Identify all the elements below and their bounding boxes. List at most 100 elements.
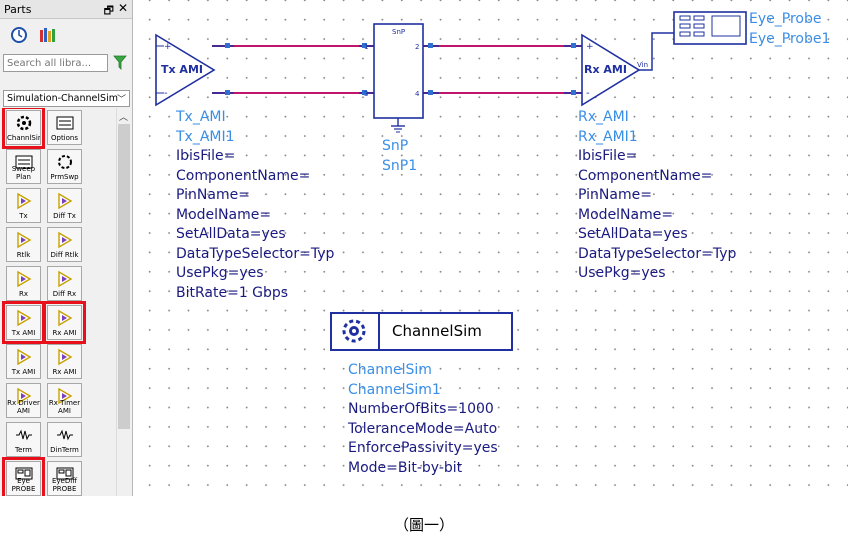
tx-ami-symbol: + - Tx AMI bbox=[155, 33, 216, 107]
options-icon bbox=[56, 116, 74, 130]
palette-button-3[interactable]: PrmSwp bbox=[47, 149, 82, 184]
term-icon bbox=[16, 429, 32, 441]
sweep-plan-icon bbox=[15, 155, 33, 169]
param-line: Tx_AMI1 bbox=[176, 128, 235, 145]
tx-pin-minus: - bbox=[164, 88, 168, 99]
palette-button-8[interactable]: Rx bbox=[6, 266, 41, 301]
figure-caption: （圖一） bbox=[393, 516, 454, 534]
panel-toolbar bbox=[0, 19, 133, 49]
schematic-drawing: + - Tx AMI SnP 1 2 3 4 + - Rx AMI Vin bbox=[155, 11, 747, 133]
gear-icon bbox=[342, 319, 366, 343]
palette-button-label: Tx bbox=[19, 212, 28, 220]
tx-symbol-label: Tx AMI bbox=[161, 63, 203, 76]
palette-button-13[interactable]: Rx AMI bbox=[47, 344, 82, 379]
palette-button-label: Term bbox=[15, 446, 32, 454]
snp-symbol: SnP 1 2 3 4 bbox=[364, 23, 424, 133]
xtlk-tx-ami-icon bbox=[17, 348, 32, 366]
schematic-canvas[interactable]: + - Tx AMI SnP 1 2 3 4 + - Rx AMI Vin bbox=[134, 0, 848, 496]
highlight-box bbox=[43, 301, 86, 344]
param-line: IbisFile= bbox=[176, 148, 236, 164]
rtlk-icon bbox=[17, 231, 32, 249]
palette-button-label: Rtlk bbox=[16, 251, 31, 259]
palette-button-1[interactable]: Options bbox=[47, 110, 82, 145]
palette-button-7[interactable]: Diff Rtlk bbox=[47, 227, 82, 262]
eye-probe-icon bbox=[15, 467, 33, 480]
param-line: Mode=Bit-by-bit bbox=[348, 459, 463, 476]
palette-button-label: ChannlSim bbox=[7, 134, 41, 142]
param-line: ChannelSim bbox=[348, 362, 432, 378]
param-line: Rx_AMI1 bbox=[578, 128, 638, 145]
param-line: PinName= bbox=[578, 187, 652, 203]
channelsim-label: ChannelSim bbox=[392, 322, 482, 340]
diff-rx-icon bbox=[58, 270, 73, 288]
palette-button-14[interactable]: Rx Driver AMI bbox=[6, 383, 41, 418]
palette-button-label: Diff Rtlk bbox=[50, 251, 79, 259]
search-input[interactable] bbox=[3, 54, 108, 72]
filter-icon[interactable] bbox=[113, 55, 127, 70]
rx-pin-plus: + bbox=[586, 42, 594, 52]
param-sweep-icon bbox=[58, 155, 72, 169]
palette-button-12[interactable]: Tx AMI bbox=[6, 344, 41, 379]
library-select[interactable]: Simulation-ChannelSim ﹀ bbox=[3, 90, 130, 107]
channelsim-controller[interactable]: ChannelSim bbox=[330, 312, 513, 351]
param-line: Rx_AMI bbox=[578, 109, 629, 125]
palette-button-10[interactable]: Tx AMI bbox=[6, 305, 41, 340]
palette-button-19[interactable]: EyeDiff PROBE bbox=[47, 461, 82, 496]
palette-button-5[interactable]: Diff Tx bbox=[47, 188, 82, 223]
close-icon[interactable]: ✕ bbox=[117, 1, 128, 15]
chevron-up-icon[interactable]: ︿ bbox=[119, 113, 129, 123]
param-line: SnP bbox=[382, 138, 409, 154]
param-line: BitRate=1 Gbps bbox=[176, 284, 289, 301]
palette-button-2[interactable]: Sweep Plan bbox=[6, 149, 41, 184]
param-line: ComponentName= bbox=[176, 167, 311, 184]
palette-button-label: Sweep Plan bbox=[11, 165, 36, 181]
palette-button-label: Rx Timer AMI bbox=[48, 399, 81, 415]
param-line: ModelName= bbox=[176, 206, 272, 223]
library-icon[interactable] bbox=[38, 26, 56, 44]
param-line: PinName= bbox=[176, 187, 250, 203]
palette-button-0[interactable]: ChannlSim bbox=[6, 110, 41, 145]
palette-button-label: Diff Tx bbox=[53, 212, 76, 220]
palette-button-label: Tx AMI bbox=[11, 368, 36, 376]
param-line: NumberOfBits=1000 bbox=[348, 401, 494, 417]
palette-button-label: Diff Rx bbox=[52, 290, 77, 298]
palette-button-label: Tx AMI bbox=[11, 329, 36, 337]
rx-ami-symbol: + - Rx AMI Vin bbox=[581, 33, 648, 107]
palette-button-4[interactable]: Tx bbox=[6, 188, 41, 223]
snp-pin-4: 4 bbox=[415, 90, 420, 98]
param-line: SnP1 bbox=[382, 157, 418, 174]
palette-button-16[interactable]: Term bbox=[6, 422, 41, 457]
snp-pin-3: 3 bbox=[364, 90, 368, 98]
palette-button-label: PrmSwp bbox=[50, 173, 79, 181]
parts-panel-header: Parts 🗗 ✕ bbox=[0, 0, 132, 19]
param-line: ModelName= bbox=[578, 206, 674, 223]
eye-probe-symbol bbox=[673, 11, 747, 45]
palette-button-9[interactable]: Diff Rx bbox=[47, 266, 82, 301]
palette-button-18[interactable]: Eye PROBE bbox=[6, 461, 41, 496]
param-line: ToleranceMode=Auto bbox=[348, 420, 498, 437]
palette-button-label: Options bbox=[50, 134, 78, 142]
palette-button-label: Rx bbox=[18, 290, 28, 298]
palette-button-label: EyeDiff PROBE bbox=[51, 477, 78, 493]
palette-button-17[interactable]: DinTerm bbox=[47, 422, 82, 457]
param-line: Eye_Probe1 bbox=[749, 30, 831, 47]
param-line: Eye_Probe bbox=[749, 11, 822, 27]
scrollbar-thumb[interactable] bbox=[118, 124, 130, 429]
wires bbox=[212, 45, 584, 94]
param-line: SetAllData=yes bbox=[578, 226, 688, 242]
rx-timer-ami-icon bbox=[58, 387, 73, 405]
palette-button-11[interactable]: Rx AMI bbox=[47, 305, 82, 340]
din-term-icon bbox=[57, 429, 73, 441]
highlight-box bbox=[2, 301, 45, 344]
xtlk-rx-ami-icon bbox=[58, 348, 73, 366]
palette-button-15[interactable]: Rx Timer AMI bbox=[47, 383, 82, 418]
palette-scrollbar[interactable]: ︿ bbox=[116, 108, 130, 496]
tx-icon bbox=[17, 192, 32, 210]
eye-diff-probe-icon bbox=[56, 467, 74, 480]
float-window-icon[interactable]: 🗗 bbox=[103, 4, 114, 17]
palette-button-6[interactable]: Rtlk bbox=[6, 227, 41, 262]
history-icon[interactable] bbox=[10, 26, 28, 44]
rx-ami-icon bbox=[58, 309, 73, 327]
